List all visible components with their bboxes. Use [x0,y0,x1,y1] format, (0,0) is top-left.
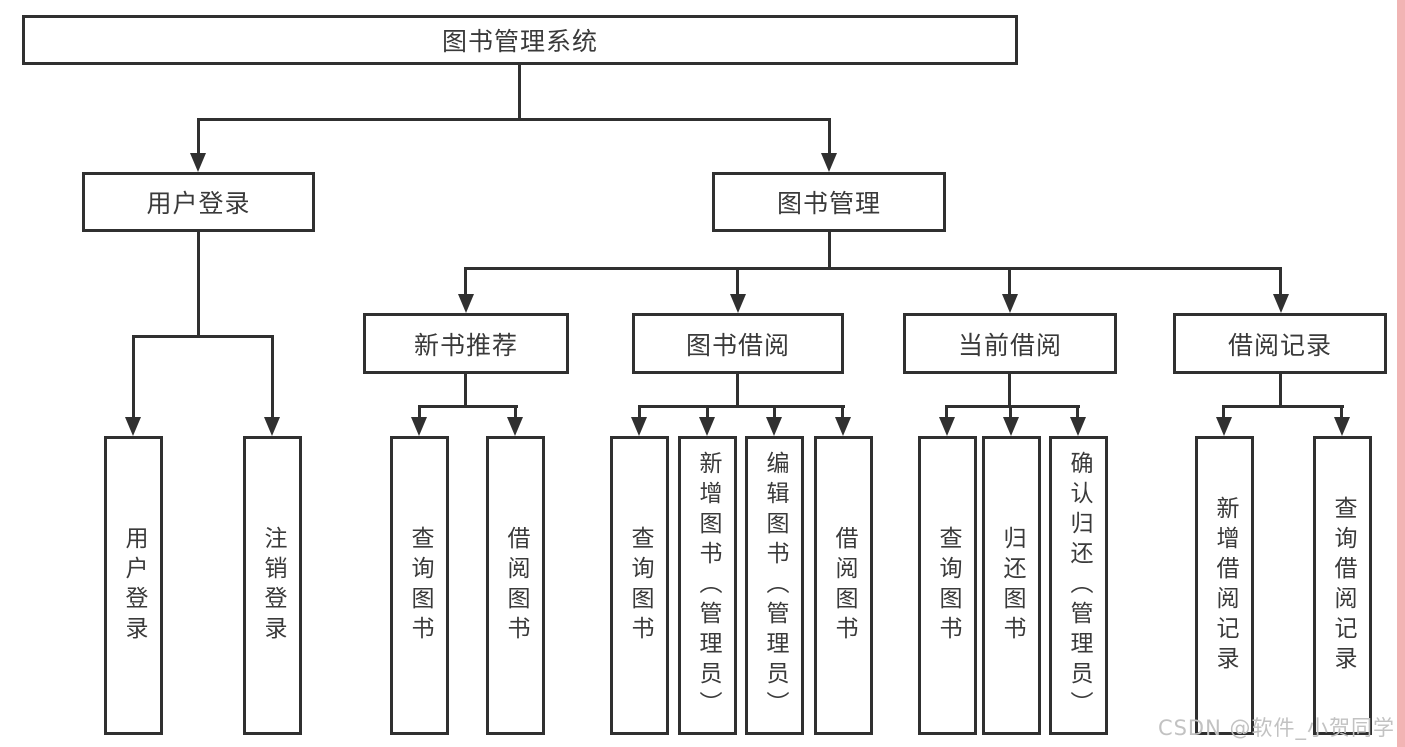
connector-line [945,405,948,421]
leaf-node-query-books-3: 查询图书 [918,436,977,735]
arrow-down-icon [507,417,523,436]
connector-line [197,118,200,158]
connector-line [418,405,421,421]
branch-node-user-login: 用户登录 [82,172,315,232]
connector-line [132,335,135,421]
arrow-down-icon [411,417,427,436]
leaf-node-borrow-books-1: 借阅图书 [486,436,545,735]
category-node-book-borrowing: 图书借阅 [632,313,844,374]
connector-line [736,267,739,297]
root-node-label: 图书管理系统 [441,27,598,56]
leaf-node-label: 借阅图书 [503,525,529,646]
leaf-node-logout: 注销登录 [243,436,302,735]
arrow-down-icon [1002,294,1018,313]
arrow-down-icon [125,417,141,436]
connector-line [514,405,517,421]
arrow-down-icon [939,417,955,436]
arrow-down-icon [264,417,280,436]
leaf-node-label: 新增借阅记录 [1212,495,1238,676]
category-node-new-book-recommendation: 新书推荐 [363,313,569,374]
leaf-node-add-borrow-record: 新增借阅记录 [1195,436,1254,735]
connector-line [945,405,1080,408]
leaf-node-label: 查询图书 [935,525,961,646]
root-node-library-system: 图书管理系统 [22,15,1018,65]
connector-line [1222,405,1344,408]
leaf-node-label: 查询借阅记录 [1330,495,1356,676]
leaf-node-label: 归还图书 [999,525,1025,646]
branch-node-label: 用户登录 [146,189,251,218]
connector-line [197,118,831,121]
leaf-node-borrow-books-2: 借阅图书 [814,436,873,735]
leaf-node-return-books: 归还图书 [982,436,1041,735]
connector-line [1340,405,1343,421]
branch-node-book-management: 图书管理 [712,172,946,232]
connector-line [1009,405,1012,421]
leaf-node-confirm-return-admin: 确认归还（管理员） [1049,436,1108,735]
connector-line [518,65,521,121]
category-node-label: 图书借阅 [685,330,790,360]
category-node-current-borrowing: 当前借阅 [903,313,1117,374]
connector-line [828,118,831,158]
leaf-node-label: 用户登录 [121,525,147,646]
leaf-node-edit-books-admin: 编辑图书（管理员） [745,436,804,735]
connector-line [464,267,467,297]
arrow-down-icon [699,417,715,436]
leaf-node-label: 新增图书（管理员） [695,450,721,721]
connector-line [197,232,200,338]
category-node-label: 借阅记录 [1227,330,1332,360]
leaf-node-label: 查询图书 [627,525,653,646]
connector-line [132,335,274,338]
leaf-node-label: 确认归还（管理员） [1066,450,1092,721]
csdn-watermark: CSDN @软件_小贺同学 [1157,716,1395,740]
leaf-node-add-books-admin: 新增图书（管理员） [678,436,737,735]
leaf-node-label: 借阅图书 [831,525,857,646]
category-node-label: 新书推荐 [413,330,518,360]
connector-line [828,232,831,270]
arrow-down-icon [766,417,782,436]
arrow-down-icon [1216,417,1232,436]
connector-line [1076,405,1079,421]
arrow-down-icon [1334,417,1350,436]
connector-line [1279,374,1282,408]
leaf-node-query-books-1: 查询图书 [390,436,449,735]
connector-line [1222,405,1225,421]
category-node-label: 当前借阅 [957,330,1062,360]
connector-line [1008,267,1011,297]
arrow-down-icon [821,153,837,172]
leaf-node-user-login: 用户登录 [104,436,163,735]
right-edge-strip [1397,0,1405,747]
arrow-down-icon [1273,294,1289,313]
connector-line [464,267,1282,270]
arrow-down-icon [835,417,851,436]
arrow-down-icon [190,153,206,172]
connector-line [736,374,739,408]
leaf-node-query-books-2: 查询图书 [610,436,669,735]
leaf-node-label: 编辑图书（管理员） [762,450,788,721]
arrow-down-icon [458,294,474,313]
connector-line [1008,374,1011,408]
connector-line [418,405,518,408]
arrow-down-icon [631,417,647,436]
connector-line [638,405,845,408]
connector-line [841,405,844,421]
leaf-node-label: 注销登录 [260,525,286,646]
connector-line [1279,267,1282,297]
arrow-down-icon [1003,417,1019,436]
arrow-down-icon [1070,417,1086,436]
connector-line [706,405,709,421]
leaf-node-label: 查询图书 [407,525,433,646]
category-node-borrowing-records: 借阅记录 [1173,313,1387,374]
connector-line [464,374,467,408]
arrow-down-icon [730,294,746,313]
connector-line [773,405,776,421]
branch-node-label: 图书管理 [776,189,881,218]
connector-line [638,405,641,421]
connector-line [271,335,274,421]
leaf-node-query-borrow-record: 查询借阅记录 [1313,436,1372,735]
